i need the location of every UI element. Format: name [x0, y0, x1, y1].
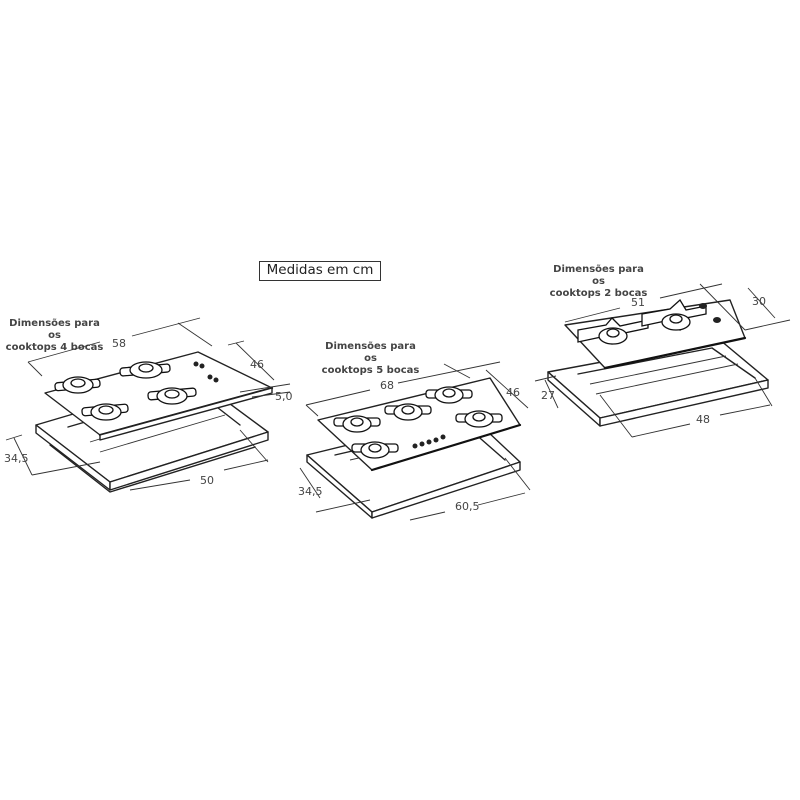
cooktop-4-bocas-drawing — [5, 317, 291, 493]
caption-2-line2: cooktops 2 bocas — [549, 288, 648, 299]
knob-icon — [412, 434, 446, 449]
dim-2-width: 51 — [631, 296, 645, 309]
burner-icon — [455, 410, 503, 428]
burner-icon — [641, 298, 707, 332]
cooktop-5-bocas-drawing — [299, 361, 531, 521]
burner-icon — [351, 441, 399, 459]
caption-4-line1: Dimensões para os — [9, 318, 100, 341]
burner-icon — [577, 317, 649, 346]
cooktop-2-bocas-drawing — [534, 283, 791, 438]
caption-2-line1: Dimensões para os — [553, 264, 644, 287]
caption-2-bocas: Dimensões para os cooktops 2 bocas — [546, 264, 651, 300]
dim-2-depth: 30 — [752, 295, 766, 308]
caption-5-line2: cooktops 5 bocas — [321, 365, 420, 376]
caption-4-line2: cooktops 4 bocas — [5, 342, 104, 353]
dim-4-depth: 46 — [250, 358, 264, 371]
caption-4-bocas: Dimensões para os cooktops 4 bocas — [2, 318, 107, 354]
burner-icon — [384, 403, 432, 421]
caption-5-line1: Dimensões para os — [325, 341, 416, 364]
dim-2-cutout-depth: 27 — [541, 389, 555, 402]
knob-icon — [193, 361, 219, 383]
dim-2-cutout-width: 48 — [696, 413, 710, 426]
dim-5-depth: 46 — [506, 386, 520, 399]
dim-4-cutout-width: 50 — [200, 474, 214, 487]
knob-icon — [699, 303, 721, 323]
units-title: Medidas em cm — [259, 261, 381, 281]
dim-4-cutout-depth: 34,5 — [4, 452, 29, 465]
burner-icon — [425, 386, 473, 404]
dim-5-cutout-depth: 34,5 — [298, 485, 323, 498]
burner-icon — [333, 415, 381, 433]
burner-icon — [119, 361, 171, 379]
dim-4-width: 58 — [112, 337, 126, 350]
dim-5-width: 68 — [380, 379, 394, 392]
caption-5-bocas: Dimensões para os cooktops 5 bocas — [318, 341, 423, 377]
dim-4-height: 5,0 — [275, 390, 293, 403]
burner-icon — [54, 376, 101, 394]
burner-icon — [147, 387, 197, 405]
dim-5-cutout-width: 60,5 — [455, 500, 480, 513]
burner-icon — [81, 403, 129, 421]
